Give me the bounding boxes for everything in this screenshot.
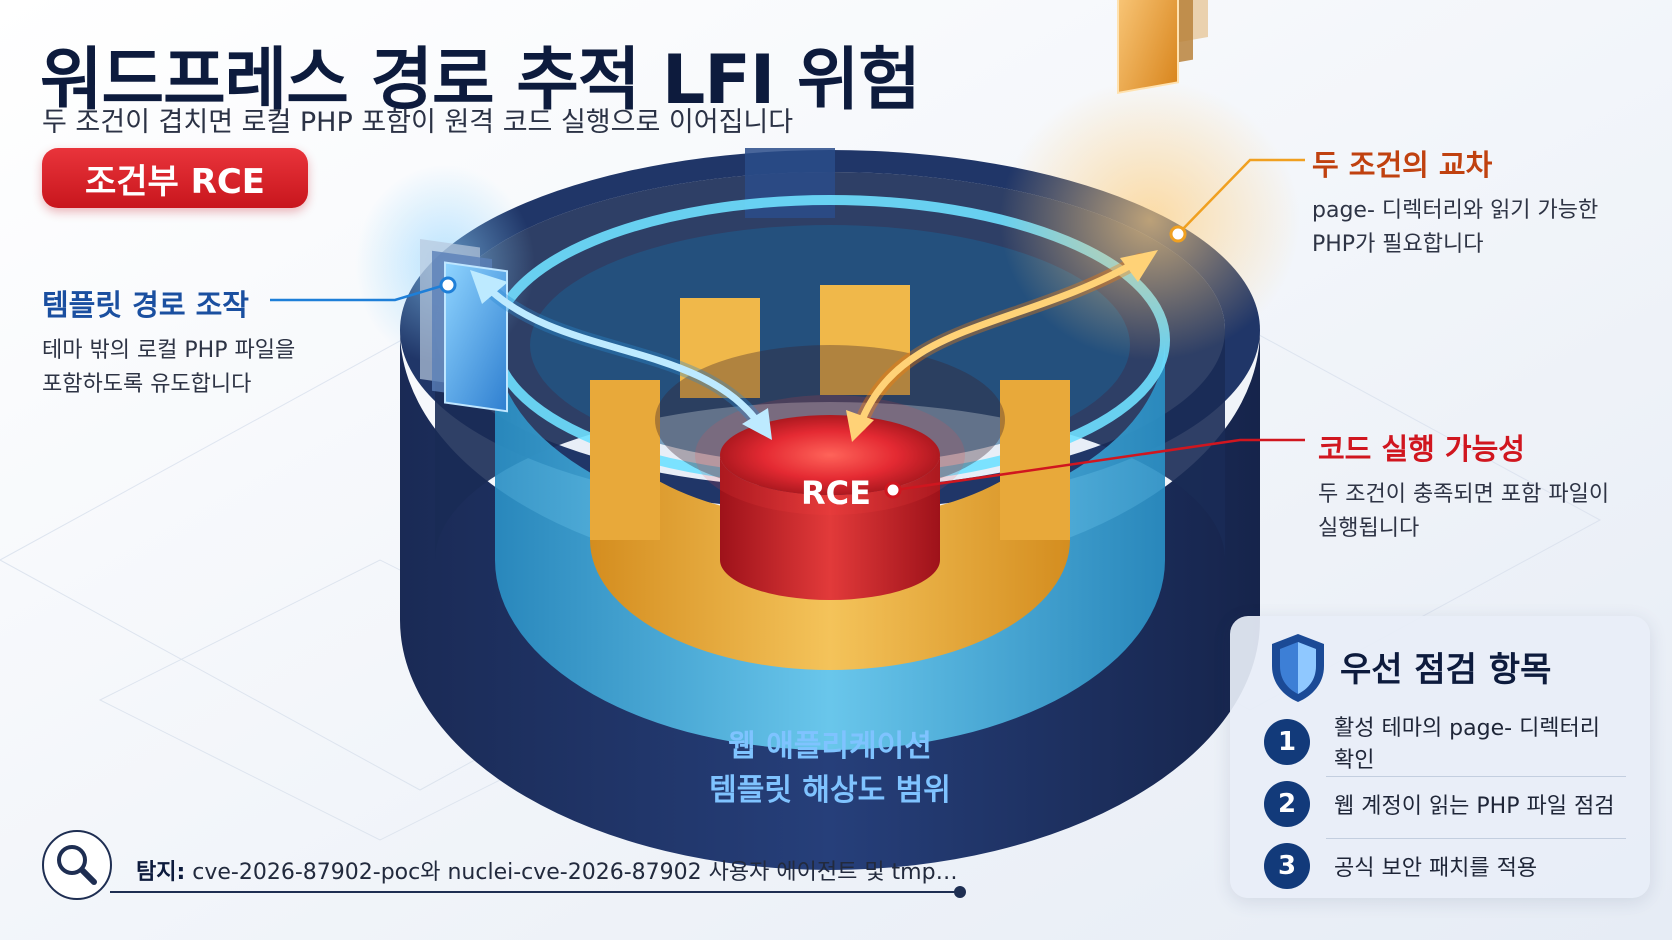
callout-execution-desc1: 두 조건이 충족되면 포함 파일이: [1318, 482, 1610, 507]
blue-arrow: [470, 270, 772, 440]
priority-item: 1 활성 테마의 page- 디렉터리 확인: [1264, 714, 1624, 773]
priority-item-text: 웹 계정이 읽는 PHP 파일 점검: [1334, 794, 1615, 819]
priority-item: 2 웹 계정이 읽는 PHP 파일 점검: [1264, 776, 1624, 832]
priority-item-text: 공식 보안 패치를 적용: [1334, 856, 1538, 881]
priority-item-number: 2: [1264, 781, 1310, 827]
detection-underline: [110, 891, 960, 893]
ring-scope-line2: 템플릿 해상도 범위: [709, 773, 951, 808]
callout-execution: 코드 실행 가능성 두 조건이 충족되면 포함 파일이 실행됩니다: [1318, 426, 1658, 546]
orange-glow: [1000, 80, 1300, 360]
callout-intersection-desc2: PHP가 필요합니다: [1312, 232, 1484, 257]
page-subtitle: 두 조건이 겹치면 로컬 PHP 포함이 원격 코드 실행으로 이어집니다: [42, 107, 794, 138]
ring-scope-label: 웹 애플리케이션 템플릿 해상도 범위: [700, 725, 960, 813]
detection-line-end: [954, 886, 966, 898]
search-icon: [42, 830, 112, 900]
callout-intersection: 두 조건의 교차 page- 디렉터리와 읽기 가능한 PHP가 필요합니다: [1312, 142, 1652, 262]
callout-template-title: 템플릿 경로 조작: [42, 288, 249, 322]
callout-execution-desc2: 실행됩니다: [1318, 516, 1420, 541]
callout-template-desc1: 테마 밖의 로컬 PHP 파일을: [42, 338, 296, 363]
callout-template-desc2: 포함하도록 유도합니다: [42, 372, 252, 397]
file-stack-orange-icon: [1117, 0, 1208, 95]
priority-item-text: 활성 테마의 page- 디렉터리 확인: [1334, 716, 1601, 773]
callout-intersection-desc1: page- 디렉터리와 읽기 가능한: [1312, 198, 1599, 223]
conditional-rce-badge: 조건부 RCE: [42, 148, 308, 208]
callout-execution-title: 코드 실행 가능성: [1318, 432, 1525, 466]
callout-connectors: [270, 158, 1305, 499]
priority-panel-title: 우선 점검 항목: [1340, 650, 1552, 690]
callout-template-path: 템플릿 경로 조작 테마 밖의 로컬 PHP 파일을 포함하도록 유도합니다: [42, 282, 362, 402]
priority-item-number: 1: [1264, 719, 1310, 765]
shield-icon: [1272, 634, 1324, 702]
rce-core-label: RCE: [801, 474, 871, 512]
priority-item: 3 공식 보안 패치를 적용: [1264, 838, 1624, 894]
detection-signatures: cve-2026-87902-poc와 nuclei-cve-2026-8790…: [192, 860, 958, 885]
priority-item-number: 3: [1264, 843, 1310, 889]
orange-arrow: [846, 250, 1158, 442]
page-title: 워드프레스 경로 추적 LFI 위험: [40, 41, 921, 120]
priority-divider: [1326, 838, 1626, 839]
priority-check-panel: 우선 점검 항목 1 활성 테마의 page- 디렉터리 확인 2 웹 계정이 …: [1230, 616, 1650, 898]
detection-text: 탐지: cve-2026-87902-poc와 nuclei-cve-2026-…: [136, 854, 958, 886]
priority-divider: [1326, 776, 1626, 777]
callout-intersection-title: 두 조건의 교차: [1312, 148, 1493, 182]
detection-label: 탐지:: [136, 860, 186, 885]
ring-scope-line1: 웹 애플리케이션: [728, 729, 932, 764]
